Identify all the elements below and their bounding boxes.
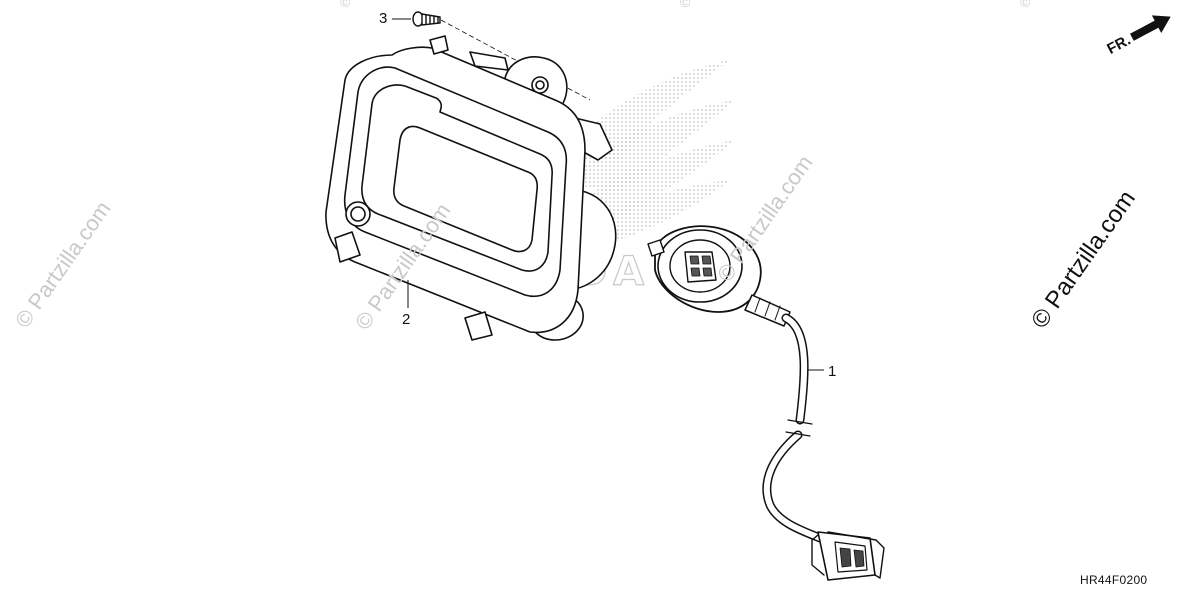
watermark-fragment: © [340, 0, 351, 10]
diagram-code: HR44F0200 [1080, 573, 1148, 587]
arrow-right-icon [1130, 15, 1171, 41]
front-direction-indicator: FR. [1103, 8, 1175, 59]
watermark-fragment: © [1020, 0, 1031, 10]
callout-part-1: 1 [828, 363, 837, 380]
meter-assembly-part-2 [325, 35, 617, 341]
screw-part-3 [412, 11, 441, 27]
wire-harness-part-1 [647, 225, 885, 581]
watermark-fragment: © [680, 0, 691, 10]
callout-part-3: 3 [379, 10, 388, 27]
callout-part-2: 2 [402, 311, 411, 328]
